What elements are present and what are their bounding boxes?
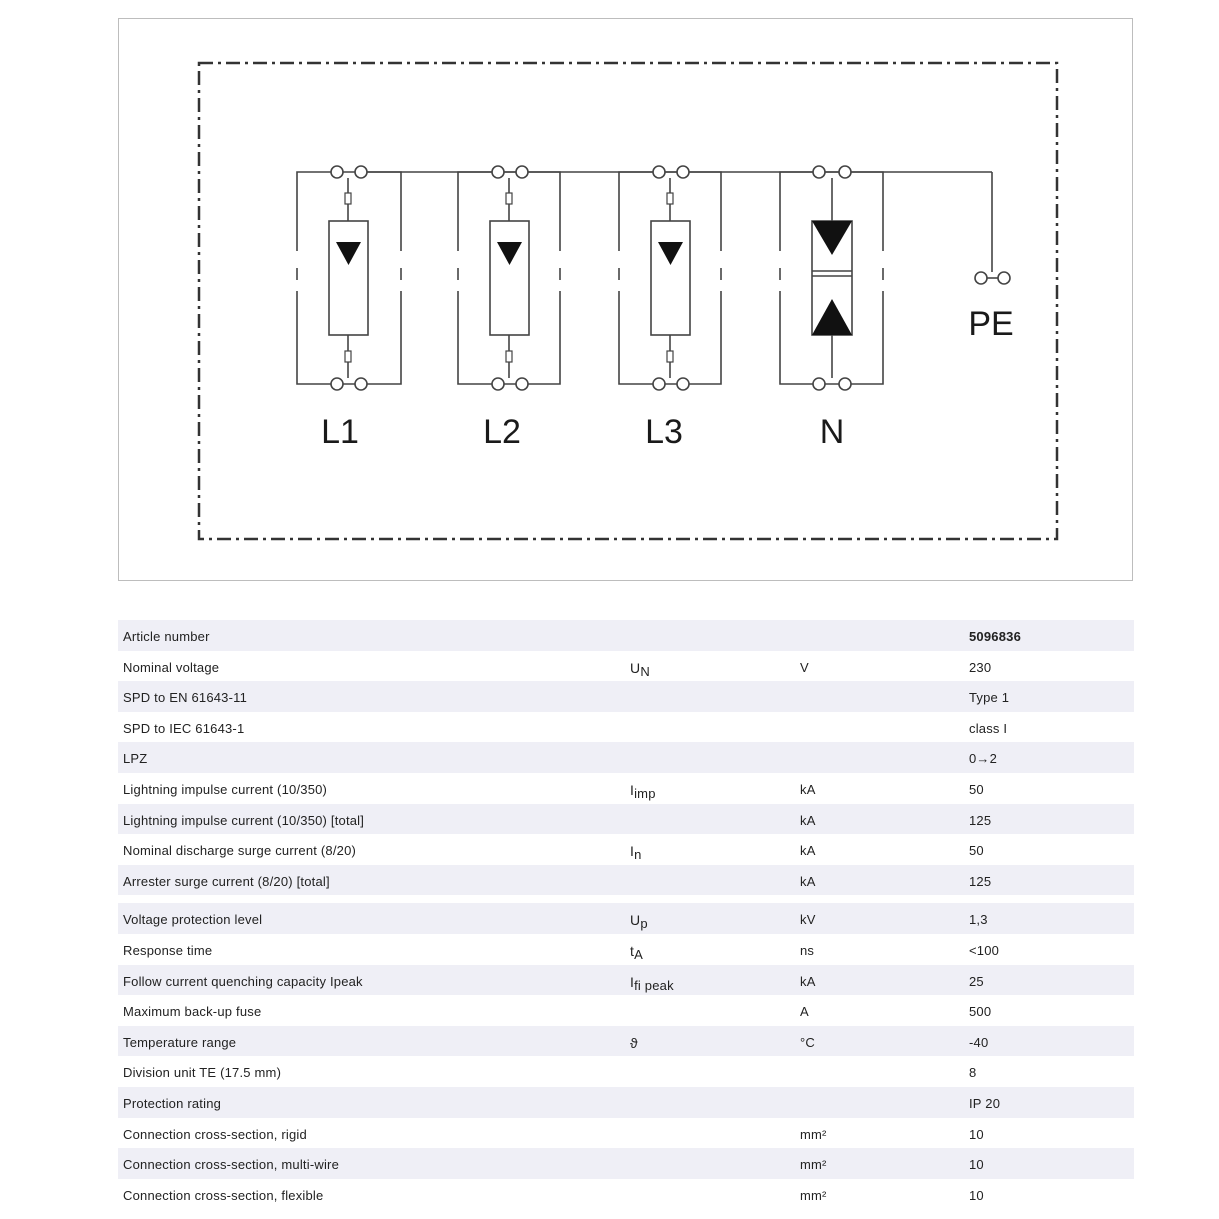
spec-label: LPZ [123, 751, 148, 767]
spec-unit: V [800, 659, 809, 675]
spec-symbol: ϑ [630, 1034, 638, 1051]
label-l3: L3 [645, 413, 683, 451]
spec-value: 8 [969, 1065, 977, 1081]
spec-label: Connection cross-section, rigid [123, 1126, 307, 1142]
spec-label: Connection cross-section, multi-wire [123, 1157, 339, 1173]
spec-label: Nominal discharge surge current (8/20) [123, 843, 357, 859]
label-l2: L2 [483, 413, 521, 451]
spec-label: Nominal voltage [123, 659, 220, 675]
spec-unit: kA [800, 973, 816, 989]
spec-row: Voltage protection level Up kV 1,3 [118, 903, 1134, 934]
spec-symbol: tA [630, 942, 643, 962]
spec-unit: kA [800, 781, 816, 797]
spec-symbol: UN [630, 659, 650, 679]
spec-label: SPD to IEC 61643-1 [123, 720, 245, 736]
spec-value: 25 [969, 973, 984, 989]
spec-label: Maximum back-up fuse [123, 1004, 262, 1020]
spec-label: SPD to EN 61643-11 [123, 690, 248, 706]
spec-unit: mm² [800, 1157, 827, 1173]
spec-row: SPD to IEC 61643-1 class I [118, 712, 1134, 743]
spec-unit: kA [800, 812, 816, 828]
spec-unit: A [800, 1004, 809, 1020]
spec-value: 500 [969, 1004, 992, 1020]
spec-value: 0→2 [969, 751, 998, 767]
spec-symbol: Up [630, 912, 648, 932]
spec-row: Lightning impulse current (10/350) [tota… [118, 803, 1134, 835]
spec-value: 10 [969, 1187, 984, 1203]
spec-row: Division unit TE (17.5 mm) 8 [118, 1056, 1134, 1087]
spec-row: Connection cross-section, flexible mm² 10 [118, 1179, 1134, 1210]
spec-label: Article number [123, 629, 210, 644]
spec-row: Follow current quenching capacity Ipeak I… [118, 964, 1134, 996]
spec-label: Connection cross-section, flexible [123, 1187, 324, 1203]
spec-row: Connection cross-section, rigid mm² 10 [118, 1118, 1134, 1149]
spec-row: Response time tA ns <100 [118, 934, 1134, 965]
spec-symbol: In [630, 843, 642, 863]
spec-value: 10 [969, 1157, 984, 1173]
spec-row: Temperature range ϑ °C -40 [118, 1025, 1134, 1057]
spec-value: 125 [969, 873, 992, 889]
spec-label: Lightning impulse current (10/350) [tota… [123, 812, 365, 828]
spec-value: IP 20 [969, 1095, 1001, 1111]
spec-label: Protection rating [123, 1095, 222, 1111]
spec-value: 10 [969, 1126, 984, 1142]
pe-terminal [974, 271, 1011, 285]
spec-value: class I [969, 720, 1008, 736]
spec-value: 50 [969, 843, 984, 859]
spec-table: Article number 5096836 Nominal voltage UN V… [118, 620, 1134, 1209]
spec-row: SPD to EN 61643-11 Type 1 [118, 681, 1134, 712]
module-l3 [618, 165, 722, 391]
spec-symbol: Iimp [630, 781, 656, 801]
spec-label: Response time [123, 942, 213, 958]
module-n [779, 165, 884, 391]
spec-unit: °C [800, 1034, 815, 1050]
module-l2 [457, 165, 561, 391]
module-l1 [296, 165, 402, 391]
spec-unit: kA [800, 873, 816, 889]
spec-row: Lightning impulse current (10/350) Iimp kA… [118, 773, 1134, 804]
enclosure-border [197, 61, 1059, 541]
spec-row: Maximum back-up fuse A 500 [118, 995, 1134, 1026]
spec-label: Follow current quenching capacity Ipeak [123, 973, 363, 989]
spec-value: -40 [969, 1034, 989, 1050]
spec-row: Nominal voltage UN V 230 [118, 651, 1134, 682]
spec-label: Division unit TE (17.5 mm) [123, 1065, 282, 1081]
spec-value: 1,3 [969, 912, 988, 928]
spec-unit: kA [800, 843, 816, 859]
circuit-diagram: L1 L2 L3 N PE [197, 61, 1059, 541]
spec-value: Type 1 [969, 690, 1010, 706]
label-n: N [820, 413, 845, 451]
spec-unit: kV [800, 912, 816, 928]
spec-unit: ns [800, 942, 815, 958]
spec-label: Arrester surge current (8/20) [total] [123, 873, 330, 889]
spec-value: 125 [969, 812, 992, 828]
spec-value: 230 [969, 659, 992, 675]
spec-unit: mm² [800, 1187, 827, 1203]
spec-label: Voltage protection level [123, 912, 263, 928]
spec-label: Temperature range [123, 1034, 237, 1050]
spec-unit: mm² [800, 1126, 827, 1142]
spec-label: Lightning impulse current (10/350) [123, 781, 328, 797]
label-l1: L1 [321, 413, 359, 451]
spec-row: Protection rating IP 20 [118, 1086, 1134, 1118]
spec-value: 50 [969, 781, 984, 797]
spec-value: 5096836 [969, 629, 1022, 644]
spec-value: <100 [969, 942, 1000, 958]
spec-row: Article number 5096836 [118, 620, 1134, 651]
spec-row: Connection cross-section, multi-wire mm² 1… [118, 1148, 1134, 1179]
spec-symbol: Ifi peak [630, 973, 674, 993]
circuit-diagram-frame: L1 L2 L3 N PE [118, 18, 1133, 581]
spec-row: LPZ 0→2 [118, 742, 1134, 773]
spec-row: Nominal discharge surge current (8/20) In… [118, 834, 1134, 865]
spec-row: Arrester surge current (8/20) [total] kA 1… [118, 864, 1134, 896]
label-pe: PE [968, 305, 1013, 343]
